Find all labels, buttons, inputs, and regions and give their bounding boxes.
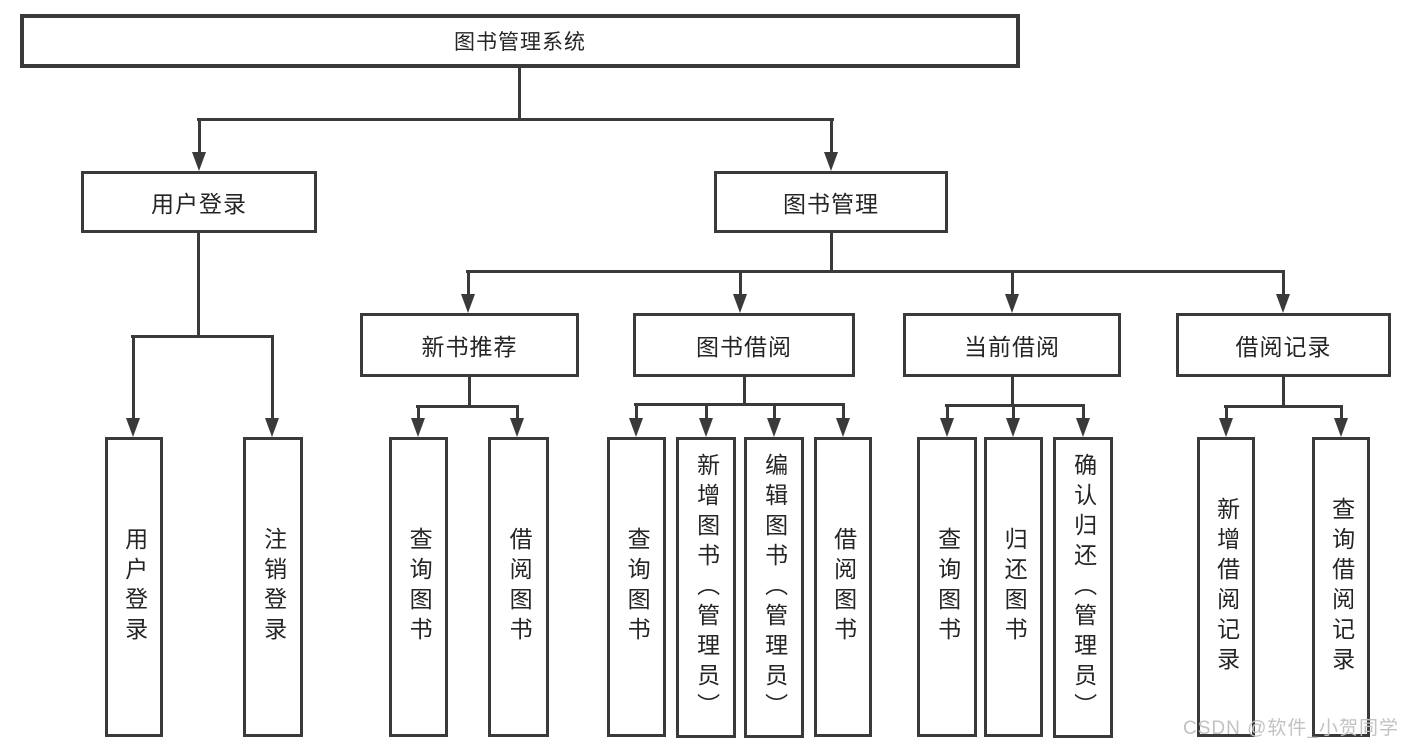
connector-line [634,403,845,406]
connector-line [515,405,519,422]
leaf-borrow-books-1: 借阅图书 [488,437,549,737]
connector-line [517,68,521,121]
connector-line [270,335,274,422]
arrow-down-icon [733,294,747,313]
connector-line [1010,377,1014,407]
connector-line [945,404,1085,407]
leaf-add-borrow-record: 新增借阅记录 [1197,437,1255,737]
connector-line [704,403,708,422]
connector-line [1081,404,1085,422]
arrow-down-icon [126,418,140,437]
leaf-return-book: 归还图书 [984,437,1043,737]
connector-line [1224,405,1343,408]
connector-line [772,403,776,422]
connector-line [1010,270,1014,298]
arrow-down-icon [265,418,279,437]
arrow-down-icon [699,418,713,437]
node-current-borrowing: 当前借阅 [903,313,1121,377]
arrow-down-icon [1334,418,1348,437]
arrow-down-icon [767,418,781,437]
connector-line [945,404,949,422]
leaf-query-books-2: 查询图书 [607,437,666,737]
arrow-down-icon [1076,418,1090,437]
arrow-down-icon [836,418,850,437]
leaf-query-books-1: 查询图书 [389,437,448,737]
node-book-borrowing: 图书借阅 [633,313,855,377]
connector-line [742,377,746,406]
connector-line [466,270,470,298]
arrow-down-icon [940,418,954,437]
connector-line [131,335,274,338]
connector-line [1281,270,1285,298]
leaf-logout: 注销登录 [243,437,303,737]
connector-line [634,403,638,422]
arrow-down-icon [411,418,425,437]
node-borrowing-records: 借阅记录 [1176,313,1391,377]
arrow-down-icon [1276,294,1290,313]
arrow-down-icon [1005,294,1019,313]
arrow-down-icon [1219,418,1233,437]
leaf-query-borrow-record: 查询借阅记录 [1312,437,1370,737]
node-library-management-system: 图书管理系统 [20,14,1020,68]
leaf-borrow-books-2: 借阅图书 [814,437,872,737]
connector-line [1011,404,1015,422]
connector-line [1281,377,1285,408]
watermark: CSDN @软件_小贺同学 [1183,718,1399,739]
connector-line [738,270,742,298]
connector-line [196,233,200,338]
connector-line [467,377,471,408]
connector-line [841,403,845,422]
leaf-query-books-3: 查询图书 [917,437,977,737]
connector-line [1224,405,1228,422]
arrow-down-icon [824,152,838,171]
connector-line [829,118,833,156]
connector-line [416,405,420,422]
connector-line [466,270,1285,273]
arrow-down-icon [461,294,475,313]
node-book-management: 图书管理 [714,171,948,233]
leaf-user-login: 用户登录 [105,437,163,737]
connector-line [1339,405,1343,422]
connector-line [829,233,833,273]
connector-line [131,335,135,422]
arrow-down-icon [510,418,524,437]
connector-line [416,405,519,408]
leaf-edit-book-admin: 编辑图书（管理员） [744,437,804,738]
leaf-add-book-admin: 新增图书（管理员） [676,437,736,738]
connector-line [197,118,201,156]
arrow-down-icon [1006,418,1020,437]
arrow-down-icon [629,418,643,437]
node-user-login: 用户登录 [81,171,317,233]
connector-line [197,118,834,121]
node-new-book-recommendation: 新书推荐 [360,313,579,377]
leaf-confirm-return-admin: 确认归还（管理员） [1053,437,1113,738]
arrow-down-icon [192,152,206,171]
